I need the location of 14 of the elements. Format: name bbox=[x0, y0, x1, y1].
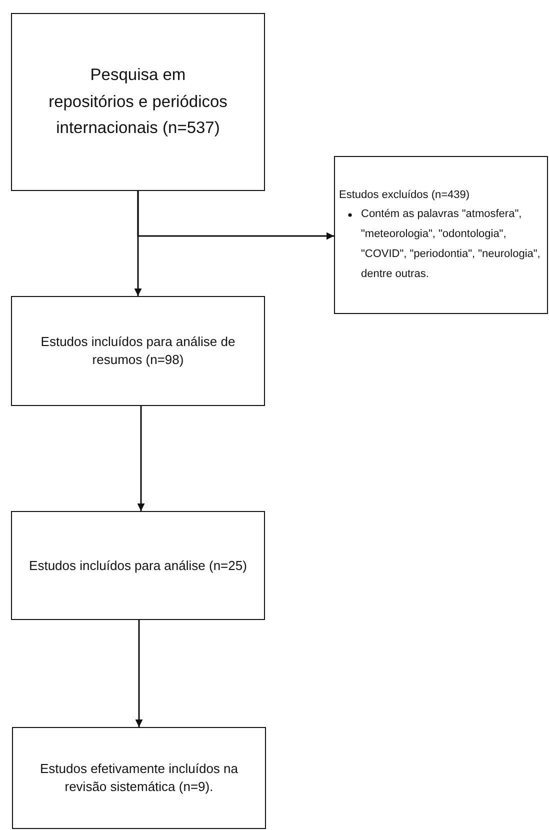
process-box bbox=[12, 727, 266, 829]
arrow bbox=[137, 406, 145, 511]
exclusion-box bbox=[334, 156, 548, 314]
arrow bbox=[134, 191, 142, 296]
box-heading: Estudos excluídos (n=439) bbox=[339, 188, 470, 202]
box-text: Estudos incluídos para análise de resumos (n=98) bbox=[40, 333, 236, 369]
box-text: Estudos efetivamente incluídos na revisão sistemática (n=9). bbox=[38, 760, 239, 796]
bullet-item: Contém as palavras "atmosfera", "meteorologia", "odontologia", "COVID", "periodontia", "neurologia", dentre outras. bbox=[339, 205, 543, 284]
process-box bbox=[11, 511, 265, 620]
arrow bbox=[135, 620, 143, 727]
process-box bbox=[11, 296, 265, 406]
process-box bbox=[11, 13, 265, 191]
box-text: Pesquisa em repositórios e periódicos internacionais (n=537) bbox=[48, 65, 228, 140]
box-text: Estudos incluídos para análise (n=25) bbox=[29, 556, 247, 574]
